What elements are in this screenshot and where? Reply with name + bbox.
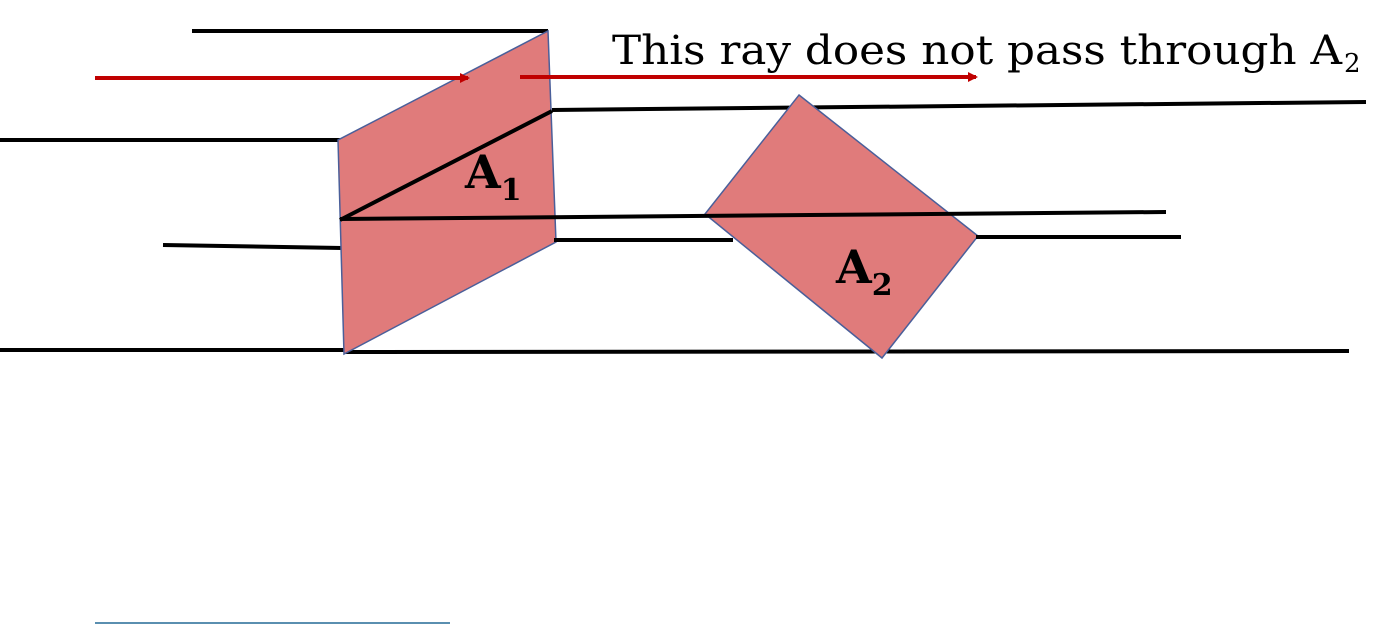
surface-a2: [703, 93, 980, 360]
field-line-middle-left: [162, 243, 343, 250]
field-line-middle: [339, 210, 1167, 221]
annotation-text: This ray does not pass through A: [612, 28, 1343, 74]
surface-a1: [337, 29, 557, 356]
field-lines: [0, 29, 1367, 354]
annotation-main: This ray does not pass through A: [612, 28, 1343, 74]
label-a1-subscript: 1: [501, 173, 522, 208]
label-a2-subscript: 2: [872, 268, 893, 303]
field-line-lower-right: [345, 349, 1350, 354]
label-a2: A2: [835, 240, 893, 303]
label-a1-letter: A: [464, 145, 502, 199]
annotation-subscript: 2: [1344, 49, 1361, 79]
field-line-upper-right: [551, 100, 1367, 112]
field-line-diagonal: [339, 109, 553, 222]
label-a1: A1: [464, 145, 522, 208]
label-a2-letter: A: [835, 240, 873, 294]
